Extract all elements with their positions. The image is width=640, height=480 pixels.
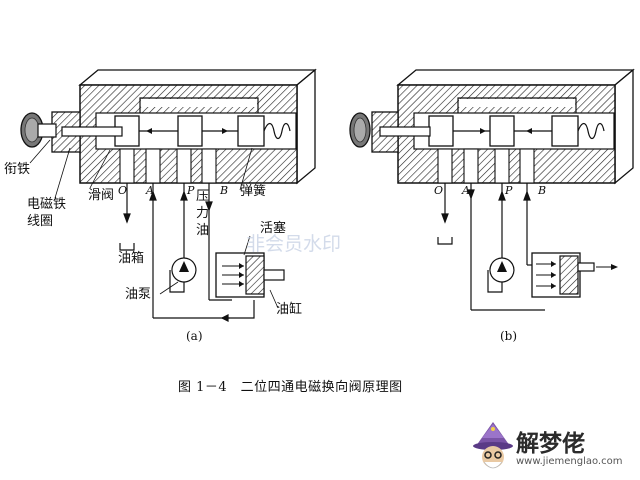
- panel-a-port-a: A: [146, 184, 154, 197]
- panel-a-port-o: O: [118, 184, 128, 197]
- panel-b-solenoid: [349, 111, 431, 153]
- panel-b-port-o: O: [434, 184, 444, 197]
- pressure-oil-label-3: 油: [196, 223, 210, 238]
- site-logo[interactable]: 解梦佬 www.jiemenglao.com: [466, 418, 638, 476]
- panel-a-label: (a): [186, 329, 203, 343]
- spool-label: 滑阀: [88, 188, 115, 203]
- figure-caption: 图 1－4 二位四通电磁换向阀原理图: [178, 380, 403, 395]
- logo-url: www.jiemenglao.com: [516, 456, 623, 467]
- piston-label: 活塞: [260, 221, 287, 236]
- pressure-oil-label-2: 力: [196, 206, 210, 221]
- tank-label: 油箱: [118, 251, 145, 266]
- panel-a-solenoid: [20, 111, 123, 153]
- panel-b-valve: [396, 68, 635, 185]
- panel-b-label: (b): [500, 329, 518, 343]
- panel-a-port-p: P: [187, 184, 195, 197]
- panel-b-port-lines: [437, 183, 545, 311]
- panel-b-cylinder: [531, 252, 618, 298]
- panel-a-leaders: [29, 139, 279, 309]
- cylinder-label: 油缸: [276, 302, 303, 317]
- panel-a-port-lines: [119, 183, 255, 322]
- spring-label: 弹簧: [240, 184, 267, 199]
- watermark: 非会员水印: [246, 233, 342, 255]
- panel-a-cylinder: [215, 252, 285, 298]
- panel-a-valve: [78, 68, 317, 185]
- panel-b-port-p: P: [505, 184, 513, 197]
- armature-label: 衔铁: [4, 162, 31, 177]
- logo-text: 解梦佬: [516, 431, 585, 457]
- panel-b-port-b: B: [538, 184, 547, 197]
- coil-label-line2: 线圈: [27, 214, 54, 229]
- coil-label-line1: 电磁铁: [27, 197, 67, 212]
- panel-b-port-a: A: [462, 184, 470, 197]
- pump-label: 油泵: [125, 287, 152, 302]
- panel-a-port-b: B: [220, 184, 229, 197]
- wizard-mascot-icon: [473, 422, 513, 469]
- pressure-oil-label-1: 压: [196, 189, 210, 204]
